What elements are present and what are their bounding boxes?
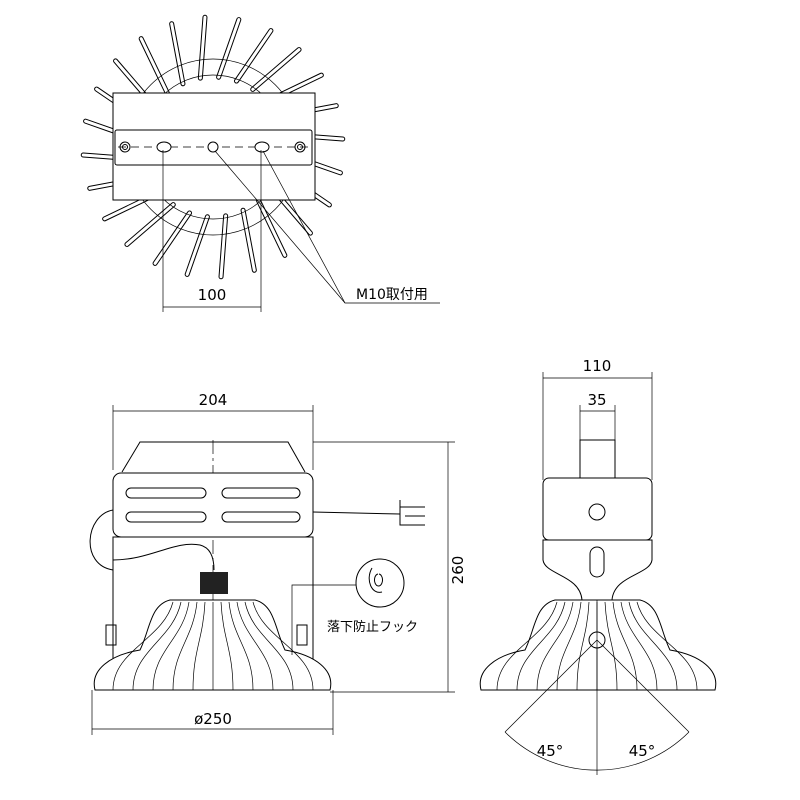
center-hole <box>207 141 219 153</box>
angle-left-label: 45° <box>537 742 564 760</box>
handle-stem <box>579 439 616 479</box>
rib <box>244 601 294 691</box>
bolt-left-inner <box>122 144 128 150</box>
bolt-left <box>119 141 131 153</box>
leader-line <box>262 150 346 304</box>
mount-label: M10取付用 <box>356 287 428 303</box>
dim-100-label: 100 <box>198 286 227 304</box>
hook-leader <box>291 584 356 655</box>
bolt-right-inner <box>297 144 303 150</box>
fin <box>139 37 170 96</box>
power-cable <box>312 500 425 526</box>
dim-110-label: 110 <box>583 357 612 375</box>
angle-line-left <box>504 639 598 733</box>
rib <box>556 601 582 691</box>
rib <box>636 601 698 691</box>
lamp-ribs <box>112 601 314 691</box>
side-view: 110 35 45° 45° <box>479 357 717 775</box>
dim-204-label: 204 <box>199 391 228 409</box>
hook-icon <box>368 567 383 593</box>
rib <box>612 601 638 691</box>
fin <box>185 215 209 276</box>
bracket-pivot-left <box>105 624 117 646</box>
rib <box>192 601 206 691</box>
fin <box>217 18 241 79</box>
rib <box>152 601 190 691</box>
fin <box>125 203 175 246</box>
handle <box>121 441 306 473</box>
rib <box>628 601 678 691</box>
rib <box>236 601 274 691</box>
fin <box>219 214 228 279</box>
rib <box>620 601 658 691</box>
hook-label: 落下防止フック <box>327 619 418 635</box>
vent-slot <box>221 511 301 523</box>
fin <box>198 15 207 80</box>
top-view: 100 M10取付用 <box>80 14 440 312</box>
rib <box>132 601 182 691</box>
fin <box>234 29 273 83</box>
rib <box>604 601 618 691</box>
rib <box>516 601 566 691</box>
rib <box>496 601 558 691</box>
angle-arc <box>504 731 690 771</box>
angle-right-label: 45° <box>629 742 656 760</box>
fin <box>153 211 192 265</box>
vent-slot <box>125 511 207 523</box>
lamp-ribs <box>496 601 698 691</box>
rib <box>172 601 198 691</box>
fin <box>251 48 301 91</box>
angle-line-right <box>596 639 690 733</box>
rib <box>220 601 234 691</box>
rib <box>252 601 314 691</box>
bolt-right <box>294 141 306 153</box>
dim-35-label: 35 <box>587 391 606 409</box>
cable-gland <box>200 572 228 594</box>
lamp-body <box>93 599 332 691</box>
bracket-side <box>542 539 653 601</box>
rib <box>536 601 574 691</box>
dim-250-label: ø250 <box>194 710 232 728</box>
fin <box>170 22 185 86</box>
driver-box <box>112 472 314 538</box>
fin <box>256 198 287 257</box>
slot-hole-left <box>156 141 172 153</box>
rib <box>576 601 590 691</box>
fin <box>241 208 256 272</box>
rib <box>228 601 254 691</box>
vent-slot <box>125 487 207 499</box>
vent-slot <box>221 487 301 499</box>
bracket-slot <box>589 546 605 578</box>
rib <box>112 601 174 691</box>
front-view: 204 260 ø250 落下防止フック <box>89 391 467 735</box>
cable-loop <box>89 509 215 571</box>
driver-box-side <box>542 477 653 541</box>
pivot-bolt <box>588 503 606 521</box>
bracket-pivot-right <box>296 624 308 646</box>
dim-260-label: 260 <box>449 556 467 585</box>
hook-detail-circle <box>355 558 405 608</box>
slot-hole-right <box>254 141 270 153</box>
